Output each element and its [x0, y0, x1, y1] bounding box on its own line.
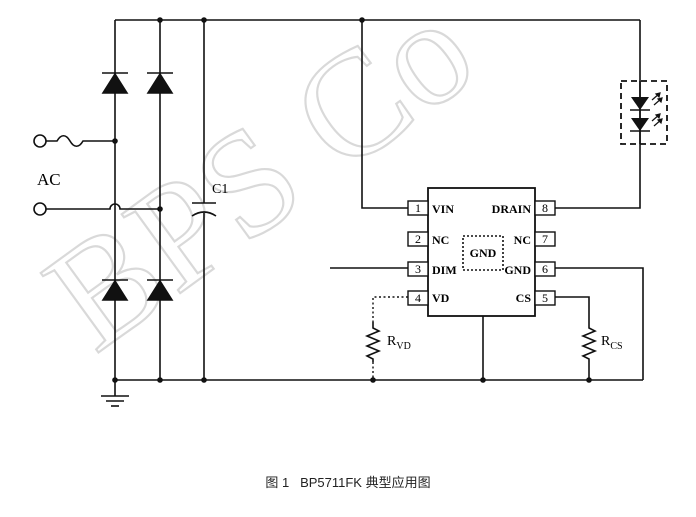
pin-number: 8 [542, 201, 548, 215]
pin-name: DRAIN [492, 202, 532, 216]
pin-number: 7 [542, 232, 548, 246]
ic-chip: GND [427, 187, 536, 317]
pin-number: 1 [415, 201, 421, 215]
rvd-label: RVD [387, 334, 411, 352]
rcs-label: RCS [601, 334, 623, 352]
vd-dotted-wires [372, 296, 408, 380]
led-string [620, 80, 668, 145]
pin-number: 2 [415, 232, 421, 246]
pin-boxes [407, 200, 556, 306]
pin-number: 6 [542, 262, 548, 276]
pin-names: VIN NC DIM VD CS GND NC DRAIN [432, 202, 531, 305]
ac-label: AC [37, 170, 61, 189]
c1-label: C1 [212, 182, 228, 197]
figure-caption: 图 1 BP5711FK 典型应用图 [265, 475, 430, 490]
pin-name: DIM [432, 263, 457, 277]
pin-name: VIN [432, 202, 454, 216]
pin-name: NC [432, 233, 449, 247]
pin-number: 4 [415, 291, 421, 305]
epad-label: GND [470, 246, 497, 260]
pin-name: GND [504, 263, 531, 277]
pin-name: CS [516, 291, 532, 305]
junction-dots [112, 17, 592, 383]
pin-name: VD [432, 291, 450, 305]
pin-number: 3 [415, 262, 421, 276]
pin-numbers: 1 2 3 4 5 6 7 8 [415, 201, 548, 305]
ac-terminal-top [33, 134, 47, 148]
pin-number: 5 [542, 291, 548, 305]
bridge-diodes [101, 72, 174, 301]
pin-name: NC [514, 233, 531, 247]
ac-terminal-bottom [33, 202, 47, 216]
